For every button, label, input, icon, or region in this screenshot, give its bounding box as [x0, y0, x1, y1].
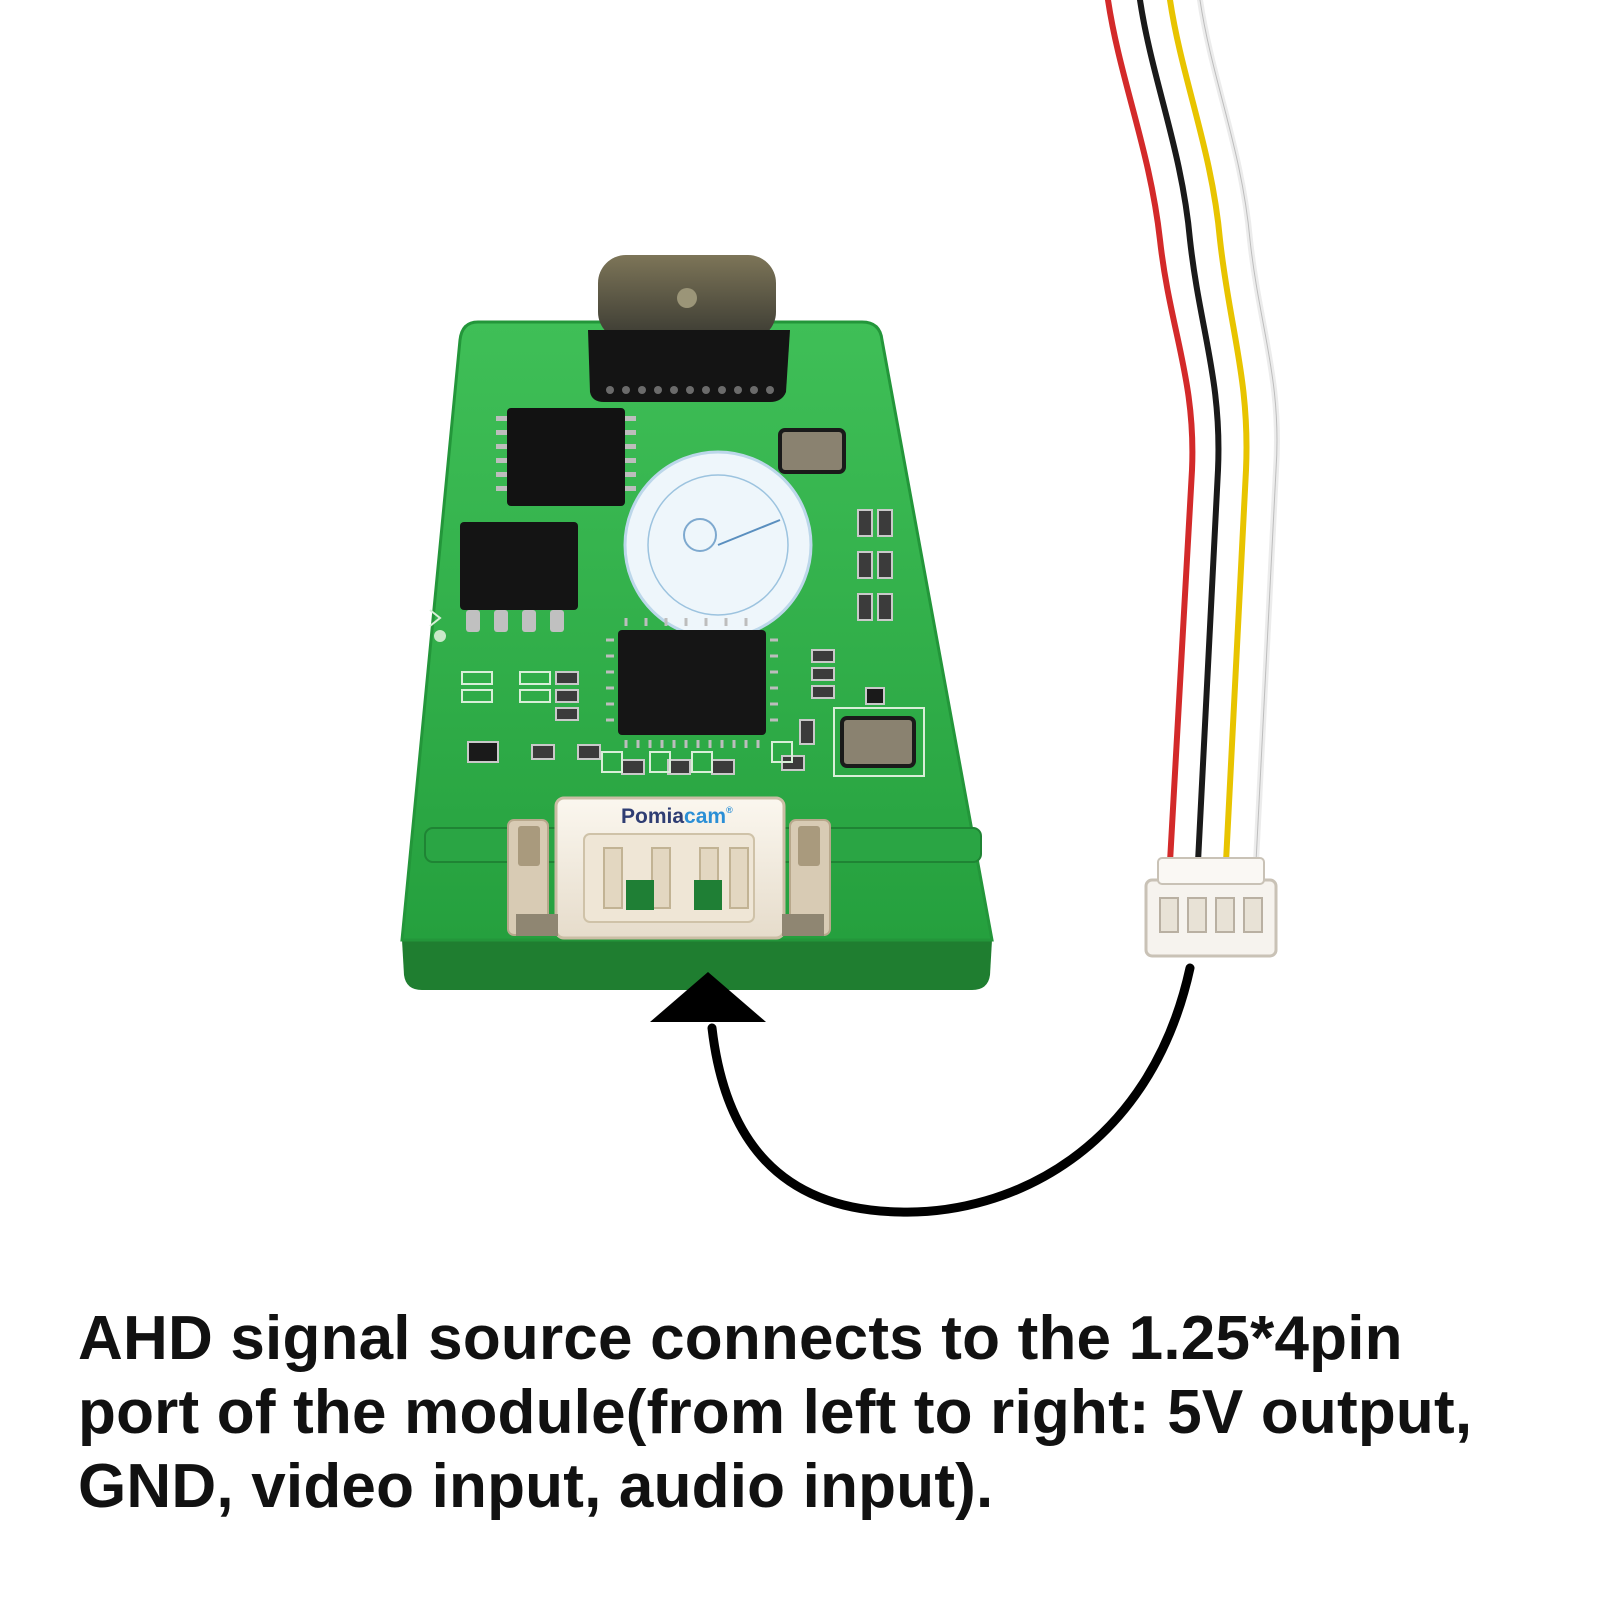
arrow-curve	[707, 963, 1195, 1217]
cable-wire-red	[1105, 0, 1196, 865]
arrow-head-icon	[650, 972, 766, 1022]
pcb-board-edge	[402, 940, 992, 990]
qc-sticker	[623, 450, 813, 640]
pcb-via	[434, 630, 446, 642]
smd-components	[467, 509, 893, 775]
brand-logo: Pomiacam®	[621, 805, 733, 828]
caption-line-2: port of the module(from left to right: 5…	[78, 1378, 1473, 1447]
jst-connector-board	[507, 796, 831, 940]
caption-line-1: AHD signal source connects to the 1.25*4…	[78, 1304, 1403, 1373]
cable-plug	[1144, 857, 1278, 958]
crystal-oscillator	[778, 428, 916, 768]
ic-chip-main	[606, 618, 778, 748]
cable-wire-black	[1137, 0, 1222, 865]
ic-chip-upper	[496, 408, 636, 506]
pcb-board: Pomiacam®	[400, 255, 994, 990]
caption-line-3: GND, video input, audio input).	[78, 1452, 994, 1521]
cable-wire-yellow	[1167, 0, 1250, 865]
ic-chip-soic	[460, 522, 578, 632]
ribbon-cable	[1105, 0, 1281, 865]
cable-wire-white	[1197, 0, 1281, 865]
connection-arrow	[650, 963, 1195, 1217]
caption-text: AHD signal source connects to the 1.25*4…	[78, 1302, 1578, 1524]
pcb-silkscreen	[429, 609, 925, 777]
usb-c-port	[588, 255, 790, 402]
